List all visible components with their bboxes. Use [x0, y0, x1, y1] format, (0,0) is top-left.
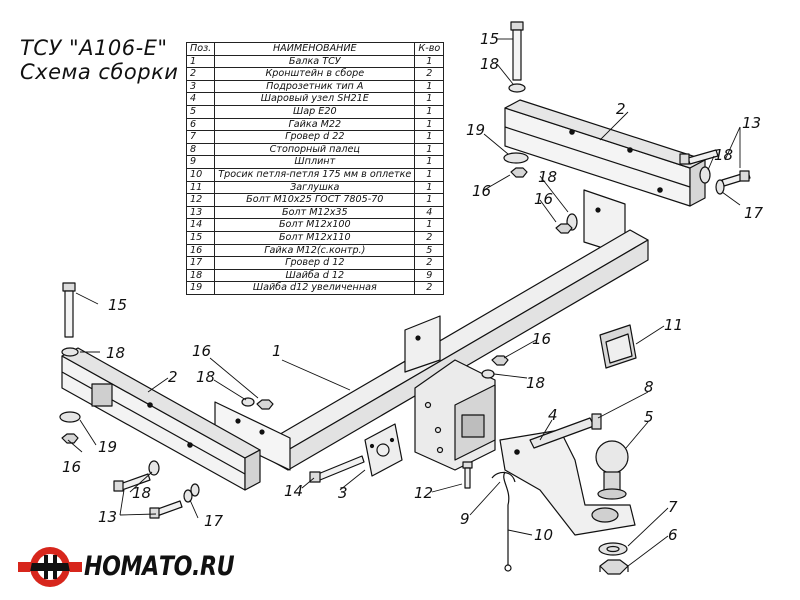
callout-18-center: 18 — [196, 368, 215, 386]
logo-wordmark: НОМАТО.RU — [84, 551, 235, 582]
callout-16-right: 16 — [472, 182, 491, 200]
callout-16-left: 16 — [62, 458, 81, 476]
callout-18-center-right: 18 — [526, 374, 545, 392]
callout-18-right: 18 — [538, 168, 557, 186]
row-pos: 17 — [185, 256, 216, 270]
ball-mount — [499, 429, 636, 536]
callout-6: 6 — [668, 526, 678, 544]
callout-19-right: 19 — [466, 121, 485, 139]
lock-pin — [529, 413, 602, 449]
callout-8: 8 — [644, 378, 654, 396]
callout-4: 4 — [548, 406, 558, 424]
leader-lines — [67, 38, 741, 567]
row-qty: 1 — [414, 117, 445, 132]
row-pos: 19 — [185, 281, 216, 295]
tow-ball — [595, 440, 629, 500]
callout-5: 5 — [644, 408, 654, 426]
hitch-receiver — [414, 359, 496, 471]
callout-1: 1 — [272, 342, 282, 360]
bolt-m12x110-left — [62, 282, 76, 338]
main-beam — [214, 229, 649, 471]
callout-13-right: 13 — [742, 114, 761, 132]
callout-12: 12 — [414, 484, 433, 502]
callout-15-top: 15 — [480, 30, 499, 48]
callouts: 15 18 2 19 16 18 16 13 18 17 15 18 2 19 … — [62, 30, 764, 544]
row-qty: 1 — [414, 193, 445, 207]
callout-2-left: 2 — [168, 368, 178, 386]
product-title: ТСУ "А106-Е" — [20, 36, 168, 60]
bolt-m12x35-left-a — [113, 473, 151, 492]
bolt-m10 — [462, 461, 473, 489]
homato-logo-icon — [18, 547, 82, 587]
callout-19-left: 19 — [98, 438, 117, 456]
callout-18-left: 18 — [106, 344, 125, 362]
bolt-m12x35-right-b — [721, 170, 751, 187]
bolt-m12x110-top — [510, 21, 524, 81]
callout-14: 14 — [284, 482, 303, 500]
callout-11: 11 — [664, 316, 683, 334]
callout-17-left: 17 — [204, 512, 224, 530]
callout-13-left: 13 — [98, 508, 117, 526]
nut-m22 — [599, 559, 629, 575]
callout-2-top: 2 — [616, 100, 626, 118]
bolt-m12x35-left-b — [149, 500, 183, 519]
washer-22 — [598, 542, 628, 556]
bolt-m12x35-right-a — [679, 149, 719, 165]
bolt-m12x100 — [309, 455, 365, 483]
callout-16-center-right: 16 — [532, 330, 551, 348]
callout-9: 9 — [460, 510, 470, 528]
callout-10: 10 — [534, 526, 553, 544]
safety-cable — [491, 471, 516, 572]
row-name: Шайба d12 увеличенная — [214, 281, 416, 295]
callout-17-right: 17 — [744, 204, 764, 222]
callout-16-center: 16 — [192, 342, 211, 360]
end-cap — [599, 324, 637, 369]
callout-18-far: 18 — [714, 146, 733, 164]
callout-16-mid: 16 — [534, 190, 553, 208]
callout-18-bottom-left: 18 — [132, 484, 151, 502]
row-qty: 2 — [414, 230, 445, 245]
callout-18-top: 18 — [480, 55, 499, 73]
bracket-left — [61, 347, 261, 491]
callout-7: 7 — [668, 498, 678, 516]
callout-3: 3 — [338, 484, 348, 502]
bracket-right — [504, 99, 706, 256]
socket-bracket — [364, 423, 403, 477]
row-qty: 2 — [414, 281, 445, 295]
callout-15-left: 15 — [108, 296, 127, 314]
diagram-subtitle: Схема сборки — [20, 60, 179, 84]
small-fasteners — [59, 83, 725, 503]
